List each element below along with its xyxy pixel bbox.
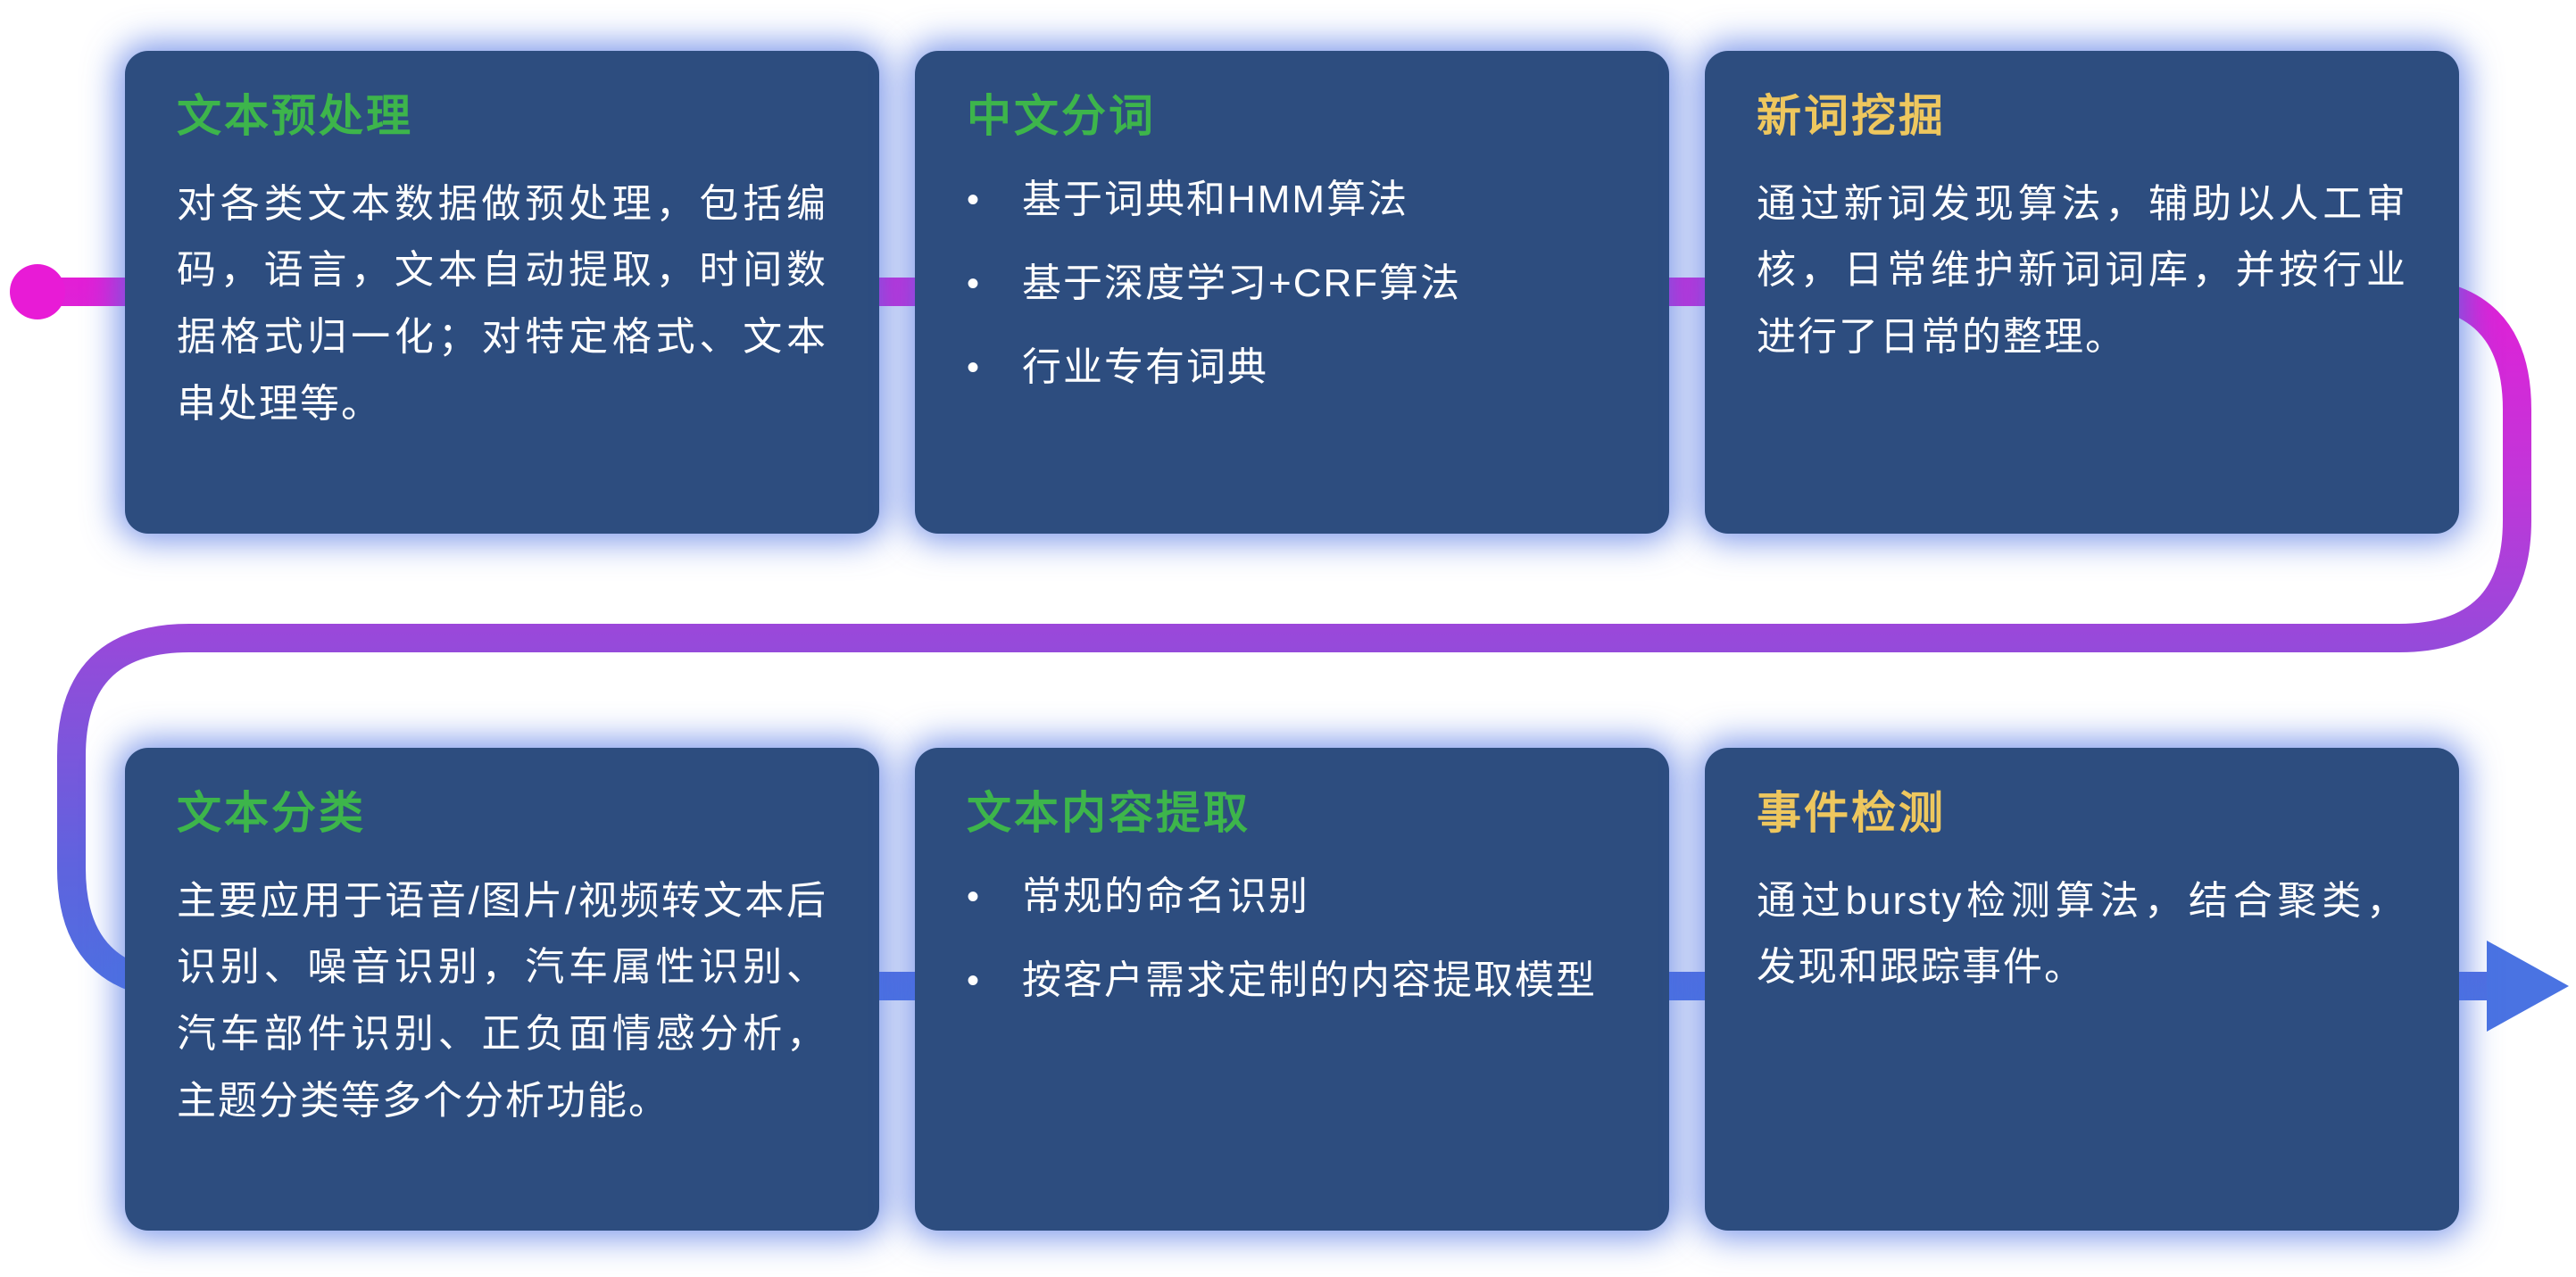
- card-body: 对各类文本数据做预处理，包括编码，语言，文本自动提取，时间数据格式归一化；对特定…: [177, 181, 827, 426]
- bullet-item: • 基于词典和HMM算法: [967, 171, 1617, 228]
- bullet-text: 基于深度学习+CRF算法: [1022, 261, 1462, 305]
- bullet-icon: •: [967, 179, 982, 220]
- card-text-classification: 文本分类 主要应用于语音/图片/视频转文本后识别、噪音识别，汽车属性识别、汽车部…: [125, 748, 879, 1231]
- bullet-icon: •: [967, 876, 982, 916]
- card-title: 中文分词: [967, 91, 1156, 141]
- bullet-text: 基于词典和HMM算法: [1022, 177, 1409, 221]
- card-title: 文本分类: [177, 788, 366, 838]
- card-body: 通过bursty检测算法，结合聚类，发现和跟踪事件。: [1757, 878, 2407, 990]
- card-text-preprocessing: 文本预处理 对各类文本数据做预处理，包括编码，语言，文本自动提取，时间数据格式归…: [125, 51, 879, 534]
- card-body: 主要应用于语音/图片/视频转文本后识别、噪音识别，汽车属性识别、汽车部件识别、正…: [177, 878, 827, 1123]
- card-bullet-list: • 基于词典和HMM算法 • 基于深度学习+CRF算法 • 行业专有词典: [967, 171, 1617, 396]
- card-new-word-mining: 新词挖掘 通过新词发现算法，辅助以人工审核，日常维护新词词库，并按行业进行了日常…: [1705, 51, 2459, 534]
- bullet-icon: •: [967, 347, 982, 387]
- flow-connector-path: [37, 278, 2531, 1000]
- bullet-icon: •: [967, 263, 982, 303]
- card-bullet-list: • 常规的命名识别 • 按客户需求定制的内容提取模型: [967, 868, 1617, 1009]
- card-content-extraction: 文本内容提取 • 常规的命名识别 • 按客户需求定制的内容提取模型: [915, 748, 1669, 1231]
- bullet-text: 按客户需求定制的内容提取模型: [1022, 958, 1597, 1002]
- bullet-text: 行业专有词典: [1022, 344, 1268, 389]
- bullet-item: • 常规的命名识别: [967, 868, 1617, 925]
- card-title: 文本预处理: [177, 91, 413, 141]
- card-title: 文本内容提取: [967, 788, 1251, 838]
- card-title: 新词挖掘: [1757, 91, 1946, 141]
- card-chinese-segmentation: 中文分词 • 基于词典和HMM算法 • 基于深度学习+CRF算法 • 行业专有词…: [915, 51, 1669, 534]
- card-body: 通过新词发现算法，辅助以人工审核，日常维护新词词库，并按行业进行了日常的整理。: [1757, 181, 2407, 360]
- bullet-text: 常规的命名识别: [1022, 874, 1309, 918]
- flow-end-arrow-icon: [2487, 941, 2569, 1032]
- card-event-detection: 事件检测 通过bursty检测算法，结合聚类，发现和跟踪事件。: [1705, 748, 2459, 1231]
- bullet-item: • 按客户需求定制的内容提取模型: [967, 952, 1617, 1009]
- bullet-icon: •: [967, 960, 982, 1000]
- card-title: 事件检测: [1757, 788, 1946, 838]
- flow-start-dot-icon: [10, 264, 65, 319]
- bullet-item: • 行业专有词典: [967, 339, 1617, 396]
- bullet-item: • 基于深度学习+CRF算法: [967, 255, 1617, 312]
